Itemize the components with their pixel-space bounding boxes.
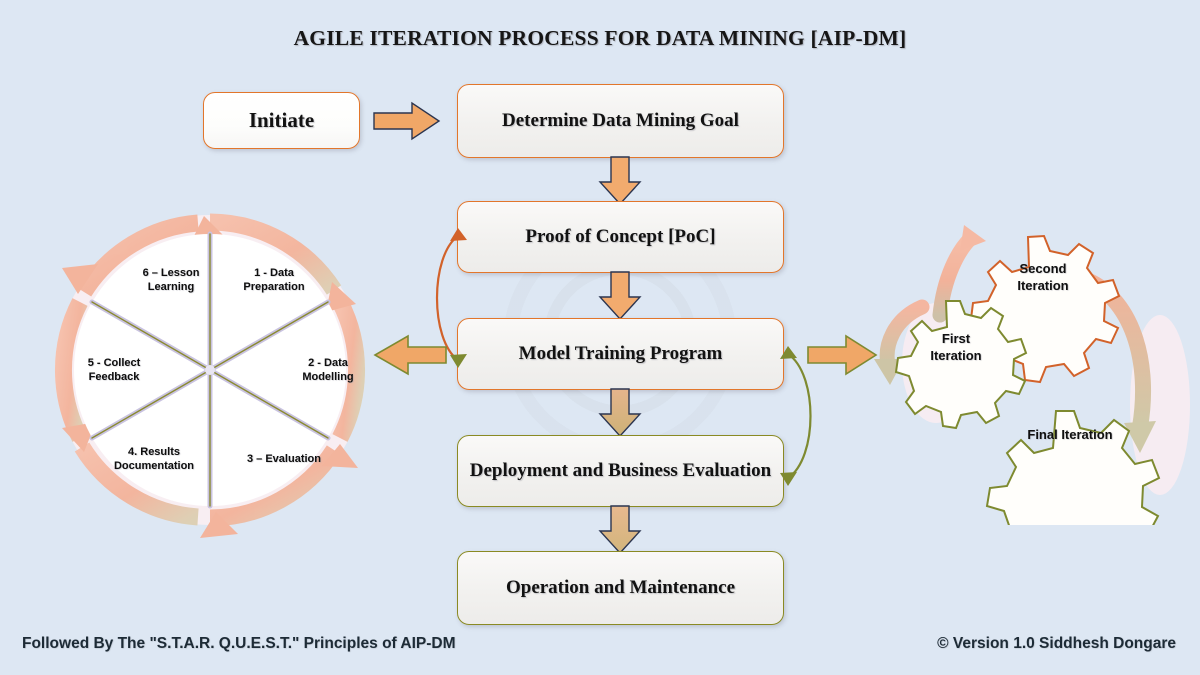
process-box-3[interactable]: Model Training Program — [457, 318, 784, 390]
footer-version-text: © Version 1.0 Siddhesh Dongare — [937, 635, 1176, 652]
initiate-label: Initiate — [248, 108, 315, 132]
iteration-cycle-diagram: 6 – Lesson Learning 1 - Data Preparation… — [40, 190, 380, 550]
gear-first-iteration-shape — [894, 300, 1028, 430]
cycle-segment-label-2: 2 - Data Modelling — [302, 357, 354, 384]
gear-label-second-iteration: Second Iteration — [1017, 261, 1069, 293]
process-box-1[interactable]: Determine Data Mining Goal — [457, 84, 784, 158]
process-box-4-label: Deployment and Business Evaluation — [469, 460, 772, 481]
curved-arrow-up-icon — [932, 225, 986, 323]
cycle-segment-label-1: 1 - Data Preparation — [243, 267, 305, 294]
gear-label-final-iteration: Final Iteration — [1027, 427, 1113, 442]
iteration-gears-diagram: Second Iteration First Iteration Final I… — [860, 215, 1200, 525]
process-arrow-down-icon-3 — [597, 388, 643, 438]
process-box-4[interactable]: Deployment and Business Evaluation — [457, 435, 784, 507]
cycle-segment-label-4: 4. Results Documentation — [113, 446, 195, 473]
gear-label-first-iteration: First Iteration — [930, 331, 982, 363]
footer-principles-text: Followed By The "S.T.A.R. Q.U.E.S.T." Pr… — [22, 635, 456, 652]
process-box-2[interactable]: Proof of Concept [PoC] — [457, 201, 784, 273]
process-box-5-label: Operation and Maintenance — [505, 577, 736, 598]
cycle-feedback-arrow-left-icon — [372, 333, 448, 377]
left-loop-curved-double-arrow-icon — [424, 222, 470, 372]
process-arrow-down-icon-1 — [597, 156, 643, 206]
cycle-segment-label-5: 5 - Collect Feedback — [87, 357, 141, 384]
process-box-2-label: Proof of Concept [PoC] — [525, 226, 716, 247]
process-box-3-label: Model Training Program — [518, 343, 723, 364]
right-loop-curved-double-arrow-icon — [778, 340, 824, 490]
process-box-1-label: Determine Data Mining Goal — [502, 110, 739, 131]
cycle-segment-label-3: 3 – Evaluation — [247, 453, 321, 465]
iteration-arrow-right-icon — [806, 333, 878, 377]
page-title: AGILE ITERATION PROCESS FOR DATA MINING … — [293, 26, 907, 50]
gear-final-iteration-shape — [985, 410, 1161, 525]
process-box-5[interactable]: Operation and Maintenance — [457, 551, 784, 625]
process-arrow-down-icon-4 — [597, 505, 643, 555]
initiate-arrow-right-icon — [372, 100, 442, 142]
initiate-box[interactable]: Initiate — [203, 92, 360, 149]
cycle-segment-label-6: 6 – Lesson Learning — [142, 267, 200, 294]
process-arrow-down-icon-2 — [597, 271, 643, 321]
